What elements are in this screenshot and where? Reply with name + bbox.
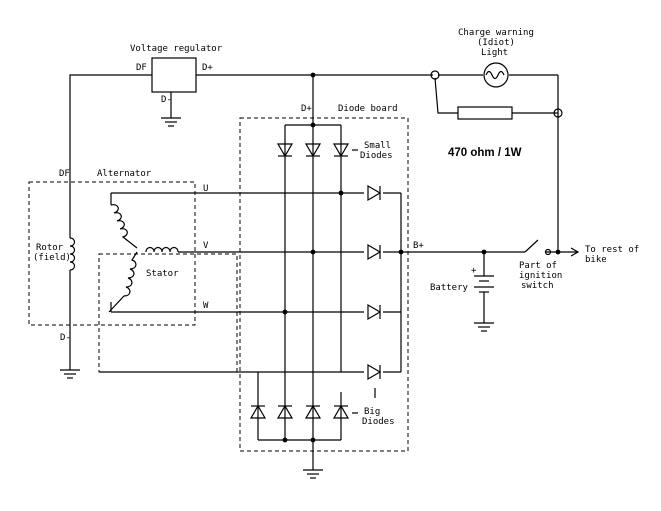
stator-label: Stator bbox=[146, 269, 179, 279]
small-diodes-label-2: Diodes bbox=[360, 151, 393, 161]
regulator-df-label: DF bbox=[136, 63, 147, 73]
switch-contact-icon bbox=[544, 248, 552, 256]
charge-warning-idiot-label: (Idiot) bbox=[477, 38, 515, 48]
ignition-label-3: switch bbox=[521, 281, 554, 291]
regulator-dminus-label: D- bbox=[161, 95, 172, 105]
regulator-ground-icon bbox=[161, 117, 181, 127]
battery-plus-label: + bbox=[471, 266, 477, 276]
diode-icon bbox=[367, 243, 382, 261]
alternator-label: Alternator bbox=[97, 169, 152, 179]
diode-icon bbox=[367, 303, 382, 321]
big-diode-icon bbox=[249, 404, 267, 419]
stator-boundary bbox=[98, 253, 238, 373]
big-diode-icon bbox=[304, 404, 322, 419]
bplus-label: B+ bbox=[413, 241, 424, 251]
voltage-regulator-box bbox=[151, 57, 197, 93]
alternator-boundary bbox=[28, 181, 196, 326]
resistor-connector-icon bbox=[553, 108, 563, 118]
rest-of-bike-label: To rest of bbox=[585, 245, 639, 255]
stator-winding-icon bbox=[108, 204, 179, 313]
small-diode-icon bbox=[332, 143, 350, 158]
lamp-connector-icon bbox=[430, 70, 440, 80]
charge-warning-label: Charge warning bbox=[458, 28, 534, 38]
rotor-field-label: (field) bbox=[33, 253, 71, 263]
diode-icon bbox=[367, 184, 382, 202]
phase-w-label: W bbox=[203, 301, 209, 311]
small-diodes bbox=[276, 143, 350, 158]
phase-v-label: V bbox=[203, 241, 209, 251]
diode-board-dplus-label: D+ bbox=[301, 104, 312, 114]
big-diodes-label: Big bbox=[364, 407, 380, 417]
big-diodes bbox=[249, 404, 350, 419]
phase-diodes bbox=[367, 184, 382, 381]
dminus-alternator-label: D- bbox=[60, 333, 71, 343]
big-diode-icon bbox=[332, 404, 350, 419]
ignition-switch-blade bbox=[524, 239, 539, 253]
diode-board-boundary bbox=[239, 117, 409, 452]
board-ground-icon bbox=[303, 469, 323, 479]
resistor-lead-left bbox=[434, 77, 458, 114]
arrow-right-icon bbox=[570, 247, 580, 257]
battery-ground-icon bbox=[474, 322, 494, 332]
junction-dots bbox=[282, 72, 561, 443]
small-diode-icon bbox=[276, 143, 294, 158]
diode-icon bbox=[367, 363, 382, 381]
voltage-regulator bbox=[151, 57, 197, 127]
small-diodes-label: Small bbox=[364, 141, 391, 151]
ignition-label-1: Part of bbox=[519, 261, 557, 271]
rest-of-bike-label-2: bike bbox=[585, 255, 607, 265]
battery-label: Battery bbox=[430, 283, 469, 293]
big-diode-icon bbox=[276, 404, 294, 419]
resistor-label: 470 ohm / 1W bbox=[448, 147, 522, 159]
ignition-label-2: ignition bbox=[519, 271, 562, 281]
resistor-icon bbox=[457, 106, 513, 120]
regulator-dplus-label: D+ bbox=[202, 63, 213, 73]
voltage-regulator-label: Voltage regulator bbox=[130, 44, 223, 54]
rotor-coil-icon bbox=[69, 237, 76, 271]
df-alternator-label: DF bbox=[59, 169, 70, 179]
diode-board-label: Diode board bbox=[338, 104, 398, 114]
rotor-ground-icon bbox=[60, 369, 80, 379]
df-wire bbox=[69, 74, 152, 238]
charge-warning-light-label: Light bbox=[481, 48, 508, 58]
big-diodes-label-2: Diodes bbox=[362, 417, 395, 427]
phase-u-label: U bbox=[203, 184, 208, 194]
charge-warning-lamp-icon bbox=[483, 62, 509, 88]
small-diode-icon bbox=[304, 143, 322, 158]
rotor-label: Rotor bbox=[36, 243, 64, 253]
